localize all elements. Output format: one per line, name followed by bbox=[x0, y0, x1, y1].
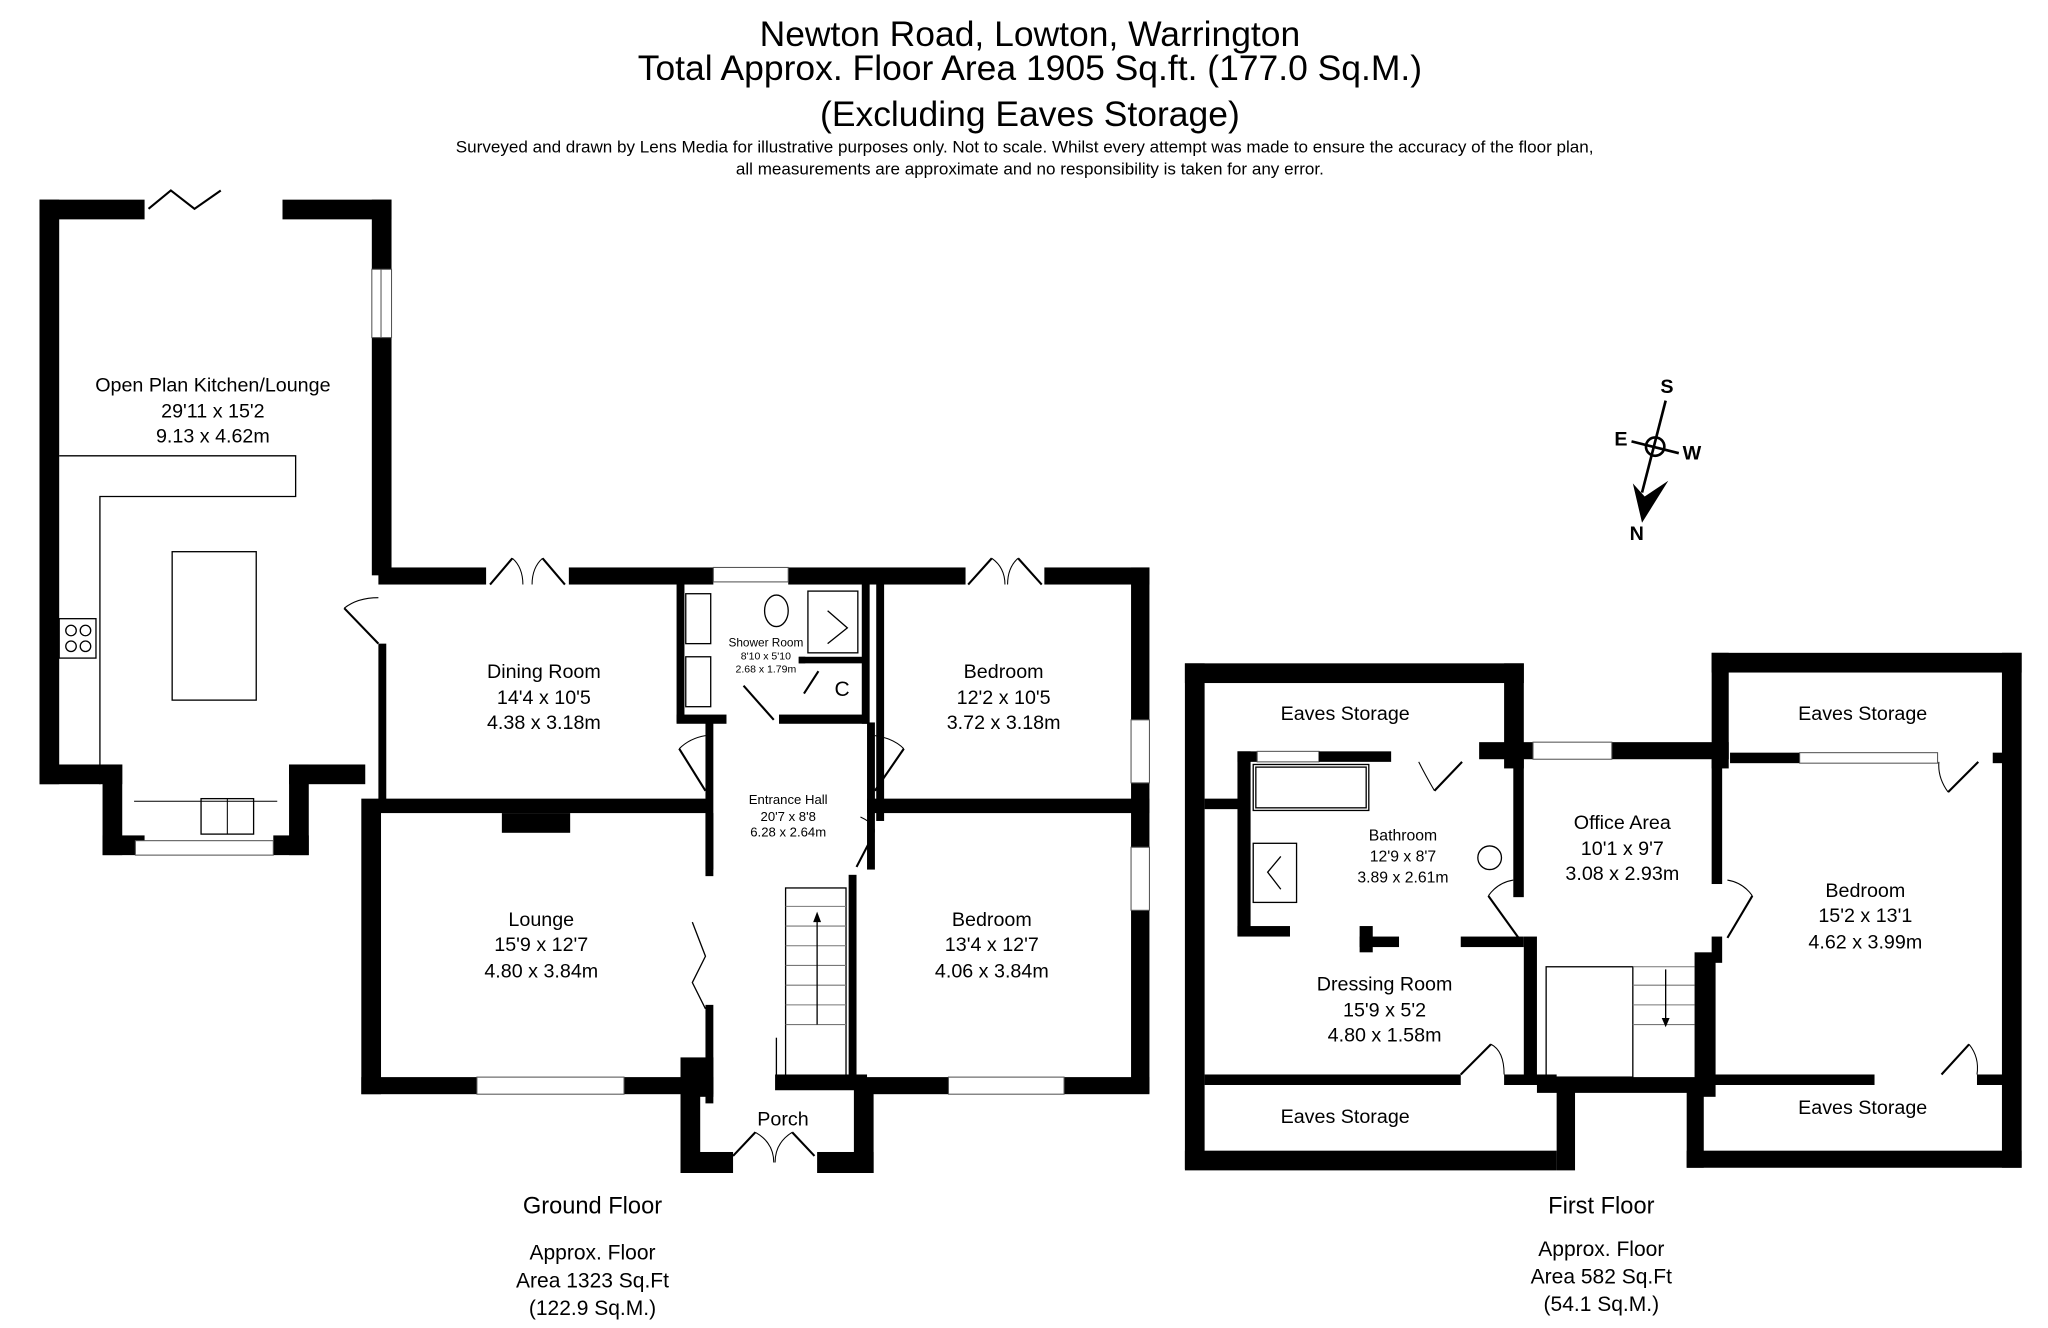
compass-west: W bbox=[1683, 443, 1702, 465]
floor-label: First Floor bbox=[1548, 1194, 1654, 1220]
room-name: Office Area bbox=[1574, 812, 1671, 834]
room-lounge: Lounge 15'9 x 12'7 4.80 x 3.84m bbox=[484, 909, 598, 982]
room-metric: 9.13 x 4.62m bbox=[156, 426, 270, 448]
room-imperial: 12'9 x 8'7 bbox=[1370, 849, 1436, 866]
room-metric: 4.80 x 3.84m bbox=[484, 960, 598, 982]
room-eaves-storage-tl: Eaves Storage bbox=[1281, 703, 1410, 725]
room-dressing-room: Dressing Room 15'9 x 5'2 4.80 x 1.58m bbox=[1317, 973, 1453, 1046]
shower-room-name: Shower Room bbox=[728, 635, 803, 649]
room-name: Dressing Room bbox=[1317, 973, 1453, 995]
room-metric: 4.38 x 3.18m bbox=[487, 712, 601, 734]
room-metric: 4.62 x 3.99m bbox=[1808, 931, 1922, 953]
shower-room-metric: 2.68 x 1.79m bbox=[736, 664, 797, 676]
room-porch: Porch bbox=[757, 1109, 808, 1131]
room-name: Lounge bbox=[508, 909, 574, 931]
room-metric: 3.08 x 2.93m bbox=[1565, 863, 1679, 885]
room-metric: 4.80 x 1.58m bbox=[1328, 1025, 1442, 1047]
room-name: Bathroom bbox=[1369, 828, 1437, 845]
floor-area-line: (54.1 Sq.M.) bbox=[1544, 1293, 1660, 1316]
room-kitchen-lounge: Open Plan Kitchen/Lounge 29'11 x 15'2 9.… bbox=[95, 374, 330, 447]
room-metric: 3.89 x 2.61m bbox=[1357, 870, 1448, 887]
room-eaves-storage-bl: Eaves Storage bbox=[1281, 1106, 1410, 1128]
room-eaves-storage-br: Eaves Storage bbox=[1798, 1097, 1927, 1119]
first-floor-caption: First Floor Approx. Floor Area 582 Sq.Ft… bbox=[1531, 1194, 1672, 1316]
compass-icon: S E W N bbox=[1614, 376, 1701, 545]
floor-area-line: Approx. Floor bbox=[529, 1242, 655, 1265]
compass-south: S bbox=[1660, 376, 1673, 398]
header: Newton Road, Lowton, Warrington Total Ap… bbox=[456, 14, 1594, 179]
room-imperial: 15'2 x 13'1 bbox=[1818, 905, 1912, 927]
room-imperial: 12'2 x 10'5 bbox=[957, 687, 1051, 709]
compass-north: N bbox=[1630, 523, 1644, 545]
room-dining: Dining Room 14'4 x 10'5 4.38 x 3.18m bbox=[487, 661, 601, 734]
cupboard-label: C bbox=[834, 678, 849, 701]
room-metric: 6.28 x 2.64m bbox=[750, 825, 826, 840]
first-floor-plan: Eaves Storage Eaves Storage Bathroom 12'… bbox=[1184, 652, 2022, 1316]
floor-area-line: Area 582 Sq.Ft bbox=[1531, 1265, 1672, 1288]
room-imperial: 29'11 x 15'2 bbox=[161, 401, 264, 423]
total-area: Total Approx. Floor Area 1905 Sq.ft. (17… bbox=[638, 48, 1422, 88]
room-office-area: Office Area 10'1 x 9'7 3.08 x 2.93m bbox=[1565, 812, 1679, 885]
room-imperial: 13'4 x 12'7 bbox=[945, 934, 1039, 956]
floor-area-line: Area 1323 Sq.Ft bbox=[516, 1269, 669, 1292]
room-imperial: 15'9 x 5'2 bbox=[1343, 1000, 1426, 1022]
disclaimer-line-1: Surveyed and drawn by Lens Media for ill… bbox=[456, 137, 1594, 156]
room-name: Dining Room bbox=[487, 661, 601, 683]
room-metric: 4.06 x 3.84m bbox=[935, 960, 1049, 982]
compass-east: E bbox=[1614, 428, 1627, 450]
room-bedroom-rear: Bedroom 13'4 x 12'7 4.06 x 3.84m bbox=[935, 909, 1049, 982]
room-imperial: 14'4 x 10'5 bbox=[497, 687, 591, 709]
room-imperial: 10'1 x 9'7 bbox=[1581, 838, 1664, 860]
room-bedroom-first: Bedroom 15'2 x 13'1 4.62 x 3.99m bbox=[1808, 880, 1922, 953]
ground-floor-plan: Shower Room 8'10 x 5'10 2.68 x 1.79m C bbox=[39, 189, 1150, 1320]
floor-area-line: (122.9 Sq.M.) bbox=[529, 1297, 656, 1320]
room-metric: 3.72 x 3.18m bbox=[947, 712, 1061, 734]
room-imperial: 15'9 x 12'7 bbox=[494, 934, 588, 956]
room-entrance-hall: Entrance Hall 20'7 x 8'8 6.28 x 2.64m bbox=[749, 792, 828, 840]
shower-room-imperial: 8'10 x 5'10 bbox=[741, 650, 791, 662]
ground-floor-caption: Ground Floor Approx. Floor Area 1323 Sq.… bbox=[516, 1194, 669, 1320]
room-name: Bedroom bbox=[1825, 880, 1905, 902]
room-name: Bedroom bbox=[952, 909, 1032, 931]
page-title: Newton Road, Lowton, Warrington bbox=[760, 14, 1301, 54]
floor-area-line: Approx. Floor bbox=[1538, 1238, 1664, 1261]
room-imperial: 20'7 x 8'8 bbox=[761, 809, 816, 824]
room-bedroom-front: Bedroom 12'2 x 10'5 3.72 x 3.18m bbox=[947, 661, 1061, 734]
room-name: Open Plan Kitchen/Lounge bbox=[95, 374, 330, 396]
disclaimer-line-2: all measurements are approximate and no … bbox=[736, 160, 1324, 179]
floor-label: Ground Floor bbox=[523, 1194, 662, 1220]
hob-icon bbox=[58, 618, 97, 659]
room-name: Entrance Hall bbox=[749, 792, 828, 807]
room-name: Bedroom bbox=[964, 661, 1044, 683]
exclusion-note: (Excluding Eaves Storage) bbox=[820, 94, 1240, 134]
room-bathroom: Bathroom 12'9 x 8'7 3.89 x 2.61m bbox=[1357, 828, 1448, 887]
room-eaves-storage-tr: Eaves Storage bbox=[1798, 703, 1927, 725]
